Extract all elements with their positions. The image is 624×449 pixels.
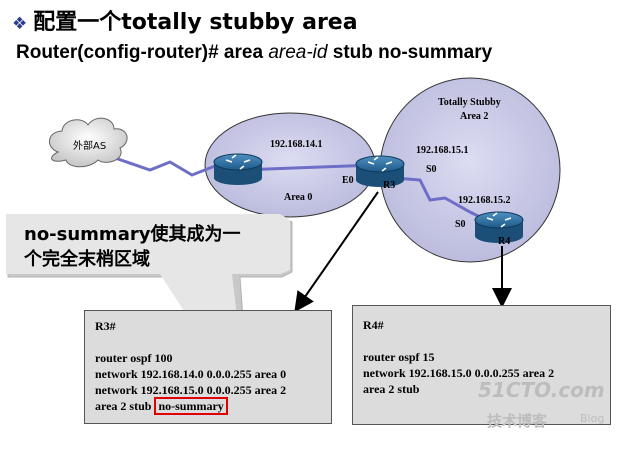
command-prefix: Router(config-router)# area (16, 42, 269, 63)
callout-line-1: no-summary使其成为一 (24, 224, 241, 245)
callout-text: no-summary使其成为一 个完全末梢区域 (24, 222, 240, 272)
r4-config-line: network 192.168.15.0 0.0.0.255 area 2 (363, 366, 555, 380)
command-suffix: stub no-summary (327, 42, 493, 63)
area0-network-label: 192.168.14.1 (270, 139, 323, 150)
r3-config-line: network 192.168.15.0 0.0.0.255 area 2 (95, 383, 287, 397)
slide-title: ❖配置一个totally stubby area (12, 4, 358, 36)
router-r4-icon (474, 211, 524, 243)
link-r3-r4 (394, 176, 491, 224)
bullet-icon: ❖ (12, 14, 28, 34)
r3-name-label: R3 (383, 180, 395, 191)
arrow-r3-to-config (294, 191, 379, 313)
external-as-cloud (49, 117, 128, 168)
r3-config-heading: R3# (95, 319, 116, 333)
r4-config-line: area 2 stub (363, 382, 420, 396)
r4-config-line: router ospf 15 (363, 350, 435, 364)
slide-title-text: 配置一个totally stubby area (33, 10, 358, 35)
cloud-label: 外部AS (73, 139, 106, 152)
r4-config-box: R4# router ospf 15 network 192.168.15.0 … (352, 305, 611, 425)
no-summary-highlight: no-summary (154, 397, 228, 415)
r3-e0-label: E0 (342, 175, 354, 186)
router-area0-icon (213, 153, 263, 185)
r3-s0-label: S0 (426, 164, 437, 175)
r4-s0-label: S0 (455, 219, 466, 230)
r3-config-line: router ospf 100 (95, 351, 173, 365)
area2-title-line2: Area 2 (460, 111, 488, 122)
command-argument: area-id (268, 42, 328, 63)
watermark-sub: 技术博客 (487, 412, 548, 430)
command-syntax: Router(config-router)# area area-id stub… (16, 42, 492, 64)
r3-stub-prefix: area 2 stub (95, 399, 155, 413)
area2-title-line1: Totally Stubby (438, 97, 501, 108)
r4-s0-network-label: 192.168.15.2 (458, 195, 511, 206)
r3-config-box: R3# router ospf 100 network 192.168.14.0… (84, 310, 332, 424)
r4-config-heading: R4# (363, 318, 384, 332)
r4-name-label: R4 (498, 236, 510, 247)
r3-config-stub-line: area 2 stub no-summary (95, 397, 228, 415)
callout-line-2: 个完全末梢区域 (24, 249, 150, 270)
watermark-brand: 51CTO.com (478, 378, 605, 402)
router-r3-icon (355, 155, 405, 187)
watermark-blog: Blog (580, 412, 605, 425)
area0-label: Area 0 (284, 192, 312, 203)
r3-config-line: network 192.168.14.0 0.0.0.255 area 0 (95, 367, 287, 381)
r3-s0-network-label: 192.168.15.1 (416, 145, 469, 156)
